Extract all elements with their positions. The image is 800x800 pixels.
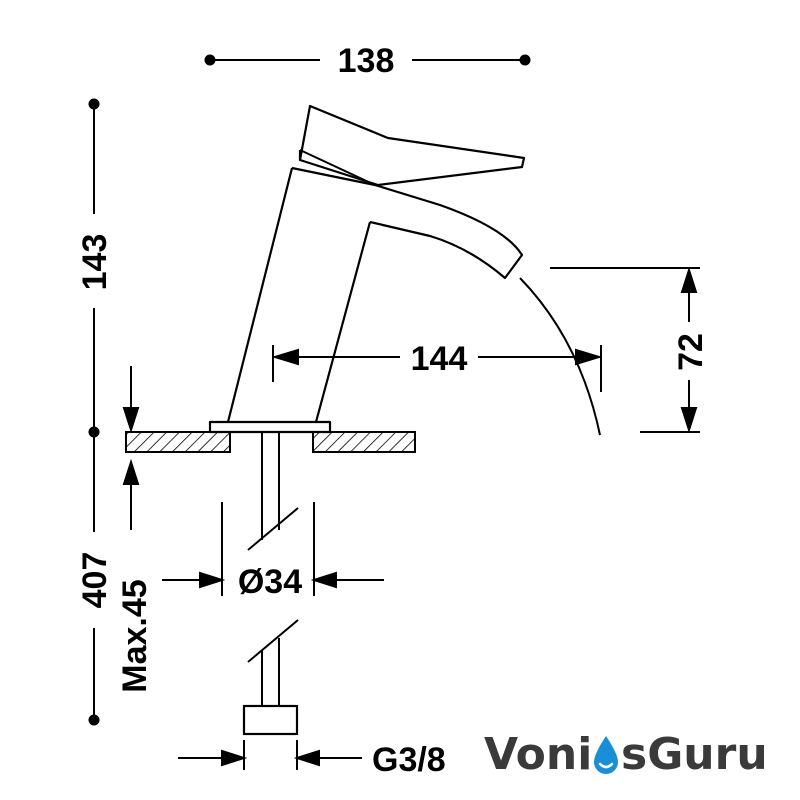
label-height-143: 143 (76, 234, 114, 291)
voniosguru-logo: Voni sGuru (484, 729, 768, 780)
logo-text-part1: Voni (484, 729, 592, 780)
label-spout-72: 72 (672, 333, 710, 371)
dimension-thread-g38 (178, 740, 362, 770)
label-hose-407: 407 (76, 552, 114, 609)
faucet-body (208, 104, 526, 434)
supply-hose (247, 432, 299, 706)
dimension-hose-407 (88, 432, 100, 726)
label-hole-34: Ø34 (238, 563, 302, 601)
dimension-reach-144 (271, 345, 603, 392)
label-thread-g38: G3/8 (372, 741, 446, 779)
countertop-section (125, 431, 416, 453)
label-reach-144: 144 (411, 340, 468, 378)
dimension-width-138 (204, 54, 531, 66)
water-stream (519, 277, 601, 436)
dimension-endpoint (519, 54, 531, 66)
hose-nut (242, 704, 299, 736)
dimension-deck-thickness (122, 366, 140, 530)
label-width-138: 138 (338, 42, 395, 80)
logo-text-part2: sGuru (621, 729, 768, 780)
water-drop-icon (594, 736, 618, 774)
dimension-hole-34 (162, 502, 384, 596)
label-deck-thickness: Max.45 (116, 579, 154, 692)
dimension-height-143 (88, 98, 100, 438)
dimension-spout-72 (550, 266, 700, 434)
